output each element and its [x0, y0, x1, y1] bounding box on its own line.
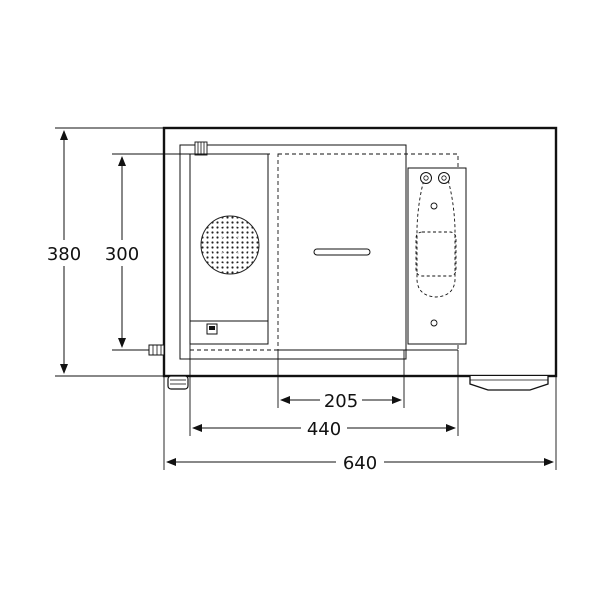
- fan-grille-icon: [200, 215, 260, 275]
- sample-panel-outline: [407, 167, 467, 345]
- dimension-205: 205: [277, 350, 405, 412]
- flask-dashed-outline: [416, 175, 456, 298]
- fan-module: [148, 141, 269, 356]
- left-foot: [167, 375, 189, 390]
- mount-hole-top: [430, 202, 438, 210]
- right-foot: [469, 376, 549, 391]
- cap-right-icon: [438, 172, 450, 184]
- dimension-380: 380: [47, 127, 164, 377]
- dim-label-300: 300: [105, 244, 139, 265]
- slot-handle: [313, 248, 371, 256]
- dim-label-640: 640: [343, 453, 377, 474]
- dim-label-440: 440: [307, 419, 341, 440]
- dimension-640: 640: [163, 376, 557, 474]
- sample-panel: [407, 167, 467, 345]
- power-switch-icon[interactable]: [206, 323, 218, 335]
- interior-frame: [179, 144, 459, 360]
- dim-label-205: 205: [324, 391, 358, 412]
- hose-connector-icon: [148, 344, 165, 356]
- dimension-300: 300: [105, 153, 270, 351]
- mount-hole-bottom: [430, 319, 438, 327]
- cap-left-icon: [420, 172, 432, 184]
- dim-label-380: 380: [47, 244, 81, 265]
- inner-frame-outline: [179, 144, 407, 360]
- dimension-440: 440: [189, 344, 459, 440]
